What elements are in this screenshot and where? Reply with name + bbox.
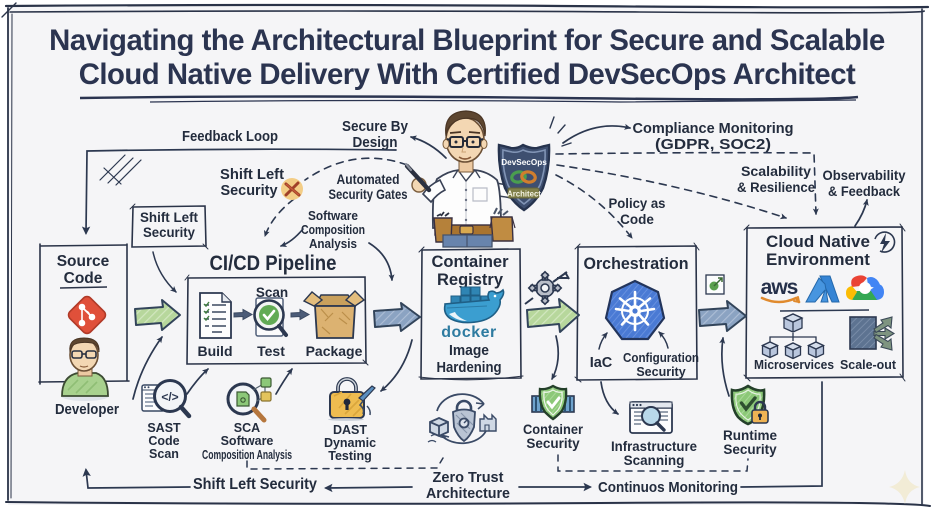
svg-text:& Feedback: & Feedback <box>828 184 900 199</box>
svg-text:Security: Security <box>143 225 195 240</box>
svg-text:Composition: Composition <box>301 222 365 237</box>
svg-text:CI/CD Pipeline: CI/CD Pipeline <box>210 252 337 275</box>
svg-text:Registry: Registry <box>437 271 504 289</box>
svg-text:Scanning: Scanning <box>624 453 685 468</box>
svg-text:Testing: Testing <box>328 449 372 463</box>
svg-text:Configuration: Configuration <box>623 351 699 365</box>
svg-text:Feedback Loop: Feedback Loop <box>182 128 278 145</box>
svg-text:Design: Design <box>353 134 398 151</box>
svg-text:Hardening: Hardening <box>437 360 502 376</box>
svg-text:Security: Security <box>636 365 685 379</box>
svg-text:(GDPR, SOC2): (GDPR, SOC2) <box>655 137 771 153</box>
svg-text:Scale-out: Scale-out <box>840 357 897 372</box>
svg-text:Secure By: Secure By <box>342 118 409 135</box>
svg-text:Software: Software <box>308 208 358 223</box>
svg-text:Security: Security <box>221 183 278 199</box>
svg-text:Code: Code <box>64 270 103 287</box>
svg-text:Software: Software <box>221 434 274 448</box>
svg-text:DAST: DAST <box>333 423 367 437</box>
svg-text:Orchestration: Orchestration <box>584 254 689 273</box>
svg-text:Scan: Scan <box>256 285 288 300</box>
svg-text:</>: </> <box>161 390 178 404</box>
svg-text:Shift Left Security: Shift Left Security <box>193 476 317 493</box>
svg-text:Analysis: Analysis <box>309 236 357 251</box>
svg-text:Architecture: Architecture <box>426 486 510 502</box>
svg-text:Architect: Architect <box>507 190 541 199</box>
svg-text:Container: Container <box>431 253 509 271</box>
svg-text:Developer: Developer <box>55 401 119 418</box>
svg-text:& Resilience: & Resilience <box>737 180 815 195</box>
svg-text:Compliance Monitoring: Compliance Monitoring <box>633 121 794 137</box>
svg-text:Scalability: Scalability <box>741 164 811 179</box>
svg-text:Shift Left: Shift Left <box>220 167 284 183</box>
svg-text:Code: Code <box>620 212 654 227</box>
svg-text:DevSecOps: DevSecOps <box>501 158 547 167</box>
svg-text:Microservices: Microservices <box>754 357 834 372</box>
svg-text:docker: docker <box>441 324 496 341</box>
svg-text:SCA: SCA <box>234 421 260 435</box>
svg-text:Code: Code <box>148 434 179 448</box>
svg-text:Observability: Observability <box>823 168 906 183</box>
svg-text:Scan: Scan <box>149 447 179 461</box>
svg-text:Navigating the Architectural B: Navigating the Architectural Blueprint f… <box>49 24 885 57</box>
svg-text:aws: aws <box>761 276 798 299</box>
svg-text:Environment: Environment <box>766 250 870 269</box>
svg-text:Policy as: Policy as <box>609 196 666 211</box>
svg-text:Image: Image <box>449 343 489 359</box>
svg-text:Security Gates: Security Gates <box>329 186 408 202</box>
svg-text:IaC: IaC <box>590 355 613 371</box>
svg-text:Security: Security <box>526 436 580 451</box>
svg-text:Test: Test <box>257 343 285 359</box>
svg-text:Shift Left: Shift Left <box>140 210 198 225</box>
svg-text:Infrastructure: Infrastructure <box>611 439 697 454</box>
svg-text:Cloud Native Delivery With Cer: Cloud Native Delivery With Certified Dev… <box>79 58 856 91</box>
svg-text:Runtime: Runtime <box>723 428 777 443</box>
svg-text:Automated: Automated <box>337 171 400 187</box>
svg-text:Package: Package <box>306 343 363 359</box>
svg-text:Zero Trust: Zero Trust <box>433 470 504 486</box>
svg-text:Build: Build <box>198 343 233 359</box>
svg-text:Source: Source <box>57 253 110 270</box>
svg-text:Security: Security <box>723 442 777 457</box>
svg-text:Container: Container <box>523 422 584 437</box>
svg-text:Dynamic: Dynamic <box>324 436 376 450</box>
svg-text:SAST: SAST <box>147 421 181 435</box>
svg-text:Continuos Monitoring: Continuos Monitoring <box>598 479 738 496</box>
svg-text:Composition Analysis: Composition Analysis <box>202 448 292 462</box>
svg-text:Cloud Native: Cloud Native <box>766 232 870 251</box>
